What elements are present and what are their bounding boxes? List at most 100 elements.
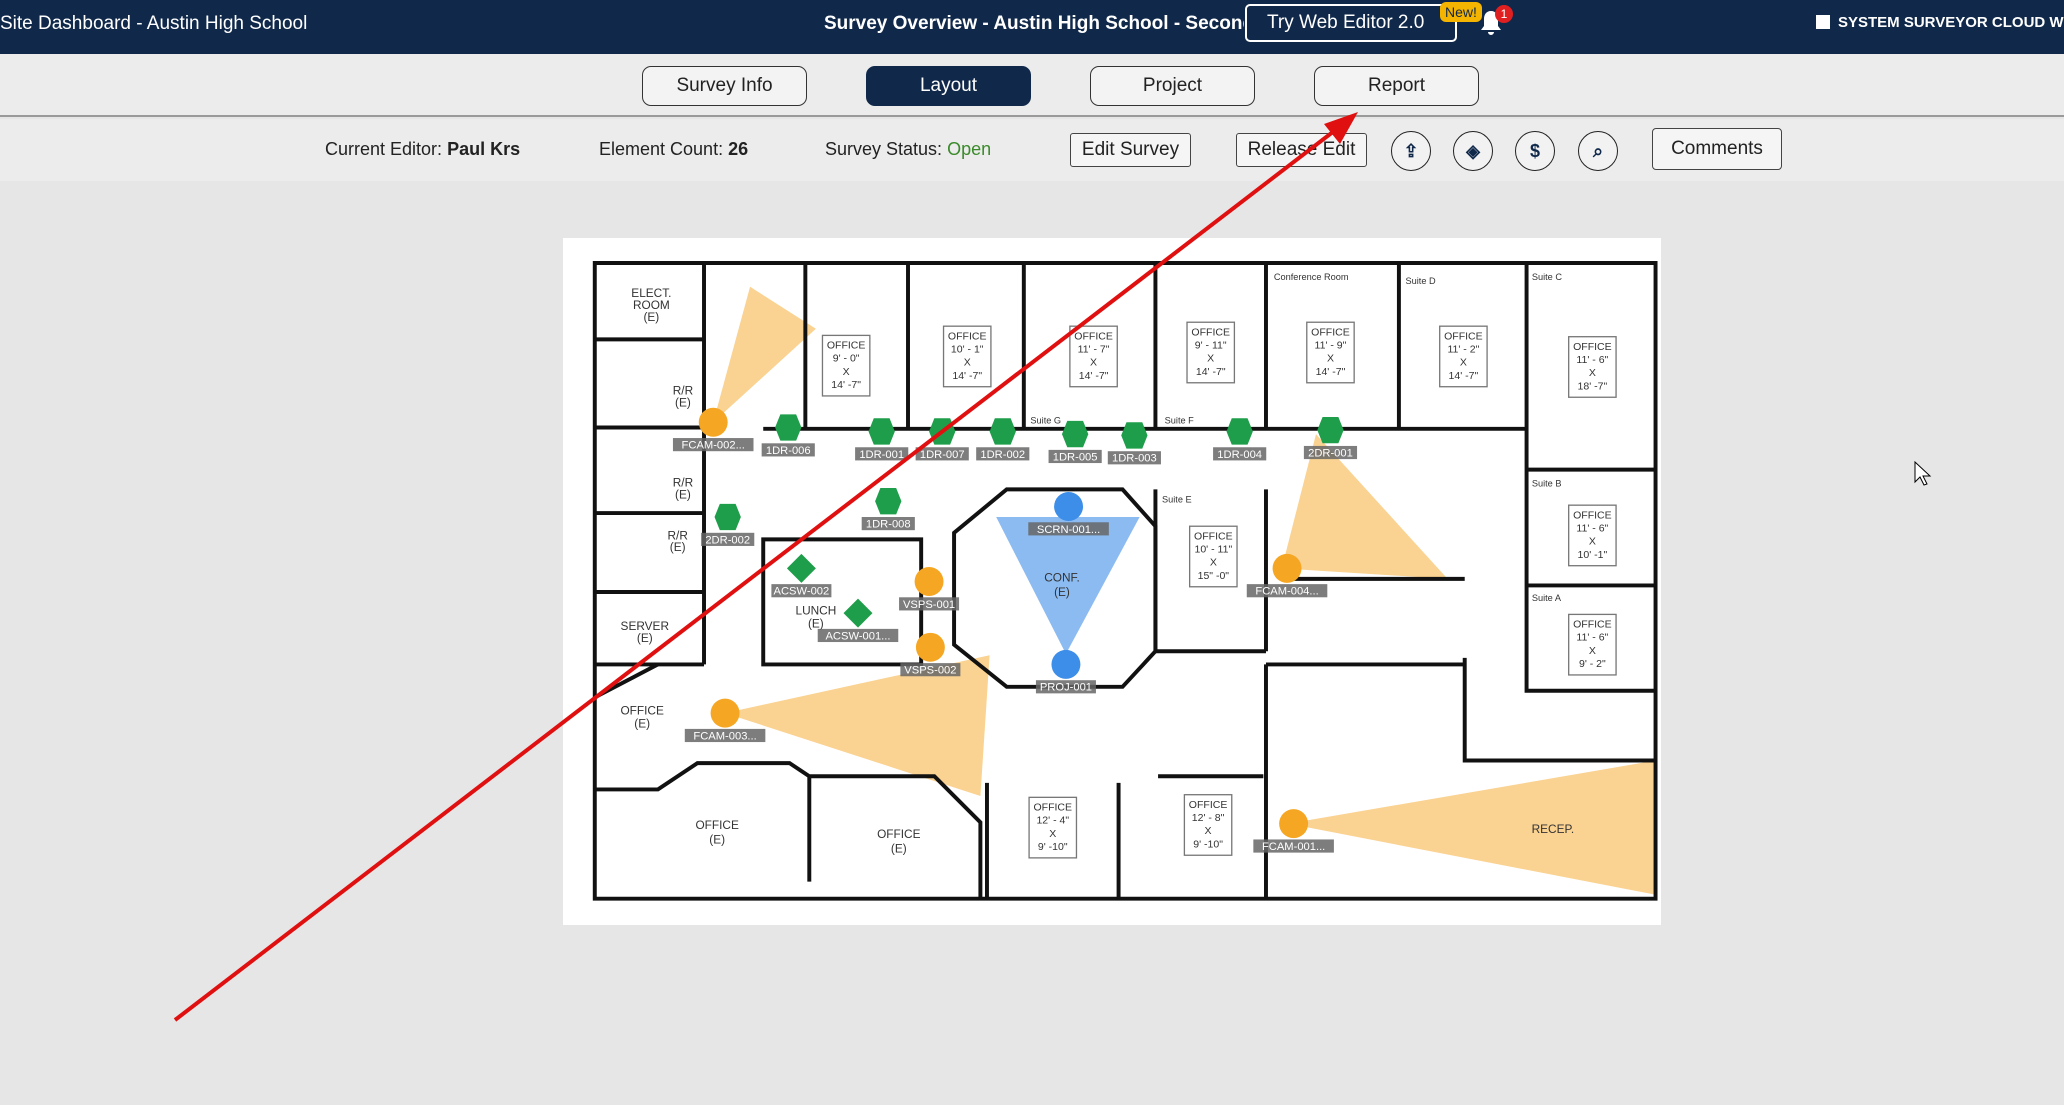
device-label: SCRN-001... (1037, 524, 1100, 536)
door-icon (1121, 422, 1148, 449)
tab-project[interactable]: Project (1090, 66, 1255, 106)
top-header: Site Dashboard - Austin High School Surv… (0, 0, 2064, 54)
room-label: (E) (1054, 585, 1070, 599)
office-dimension-text: OFFICE (1074, 330, 1113, 342)
editor-value: Paul Krs (447, 139, 521, 159)
device-label: FCAM-002... (682, 440, 745, 452)
device-label: 2DR-002 (705, 534, 750, 546)
office-dimension-text: X (1210, 557, 1217, 569)
speaker-icon (915, 632, 945, 662)
room-label: Suite E (1162, 495, 1192, 505)
door-icon (1061, 420, 1089, 448)
device-label: 1DR-004 (1217, 449, 1262, 461)
office-dimension-text: OFFICE (1444, 330, 1483, 342)
device-door[interactable]: 2DR-001 (1303, 416, 1358, 459)
office-dimension-text: 14' -7" (952, 370, 982, 382)
office-dimension-text: X (964, 357, 971, 369)
device-projector[interactable]: PROJ-001 (1035, 649, 1096, 694)
floor-plan-drawing[interactable]: ELECT.ROOM(E)R/R(E)R/R(E)R/R(E)SERVER(E)… (563, 238, 1661, 925)
mouse-cursor-icon (1914, 461, 1932, 486)
office-dimension-text: OFFICE (1311, 326, 1350, 338)
device-label: 1DR-001 (859, 449, 904, 461)
office-dimension-text: 14' -7" (1079, 370, 1109, 382)
room-label: Suite D (1405, 276, 1436, 286)
device-screen[interactable]: SCRN-001... (1028, 492, 1109, 536)
room-label: RECEP. (1532, 822, 1575, 836)
device-acs[interactable]: ACSW-002 (771, 553, 832, 598)
site-dashboard-link[interactable]: Site Dashboard - Austin High School (0, 13, 308, 34)
device-door[interactable]: 1DR-002 (976, 418, 1030, 461)
survey-toolbar: Current Editor: Paul Krs Element Count: … (0, 119, 2064, 181)
release-edit-button[interactable]: Release Edit (1236, 133, 1367, 167)
office-dimension-text: OFFICE (1573, 509, 1612, 521)
room-label: (E) (634, 717, 650, 731)
office-dimension-text: 9' -10" (1038, 841, 1068, 853)
logo-icon (1816, 15, 1830, 29)
device-speaker[interactable]: VSPS-002 (900, 632, 961, 677)
device-label: 1DR-005 (1053, 451, 1098, 463)
office-dimension-text: 14' -7" (1196, 366, 1226, 378)
room-label: (E) (808, 617, 824, 631)
count-label: Element Count: (599, 139, 724, 159)
room-label: OFFICE (695, 818, 738, 832)
brand-logo[interactable]: SYSTEM SURVEYOR CLOUD W (1816, 14, 2064, 31)
device-label: 1DR-003 (1112, 453, 1157, 465)
office-dimension-text: 9' - 0" (833, 353, 860, 365)
edit-survey-button[interactable]: Edit Survey (1070, 133, 1191, 167)
camera-icon (1279, 809, 1309, 839)
comments-button[interactable]: Comments (1652, 128, 1782, 170)
office-dimension-text: 15" -0" (1198, 570, 1230, 582)
office-dimension-text: 10' - 11" (1194, 544, 1232, 556)
device-door[interactable]: 2DR-002 (701, 503, 755, 546)
tab-report[interactable]: Report (1314, 66, 1479, 106)
notification-count: 1 (1495, 5, 1513, 23)
layers-icon[interactable]: ◈ (1453, 131, 1493, 171)
room-label: Suite G (1030, 416, 1061, 426)
device-door[interactable]: 1DR-007 (915, 418, 969, 461)
count-value: 26 (728, 139, 749, 159)
office-dimension-text: 14' -7" (831, 379, 861, 391)
office-dimension-text: OFFICE (1033, 802, 1072, 814)
device-door[interactable]: 1DR-001 (855, 418, 909, 461)
office-dimension-text: OFFICE (1573, 619, 1612, 631)
door-icon (775, 414, 802, 441)
tab-survey-info[interactable]: Survey Info (642, 66, 807, 106)
device-label: PROJ-001 (1040, 682, 1092, 694)
device-camera[interactable]: FCAM-002... (672, 407, 754, 452)
office-dimension-text: X (1207, 353, 1214, 365)
office-dimension-text: 11' - 2" (1447, 344, 1479, 356)
room-label: (E) (670, 540, 686, 554)
search-icon[interactable]: ⌕ (1578, 131, 1618, 171)
device-door[interactable]: 1DR-004 (1213, 418, 1267, 461)
floor-plan[interactable]: ELECT.ROOM(E)R/R(E)R/R(E)R/R(E)SERVER(E)… (563, 238, 1661, 925)
device-label: 2DR-001 (1308, 447, 1353, 459)
try-web-editor-button[interactable]: Try Web Editor 2.0 (1245, 4, 1457, 42)
device-speaker[interactable]: VSPS-001 (899, 567, 960, 611)
projector-icon (1051, 649, 1081, 679)
device-label: 1DR-007 (920, 449, 965, 461)
device-label: ACSW-001... (825, 630, 890, 642)
device-label: ACSW-002 (774, 586, 830, 598)
device-label: FCAM-003... (693, 730, 756, 742)
office-label-box (1568, 504, 1617, 567)
device-door[interactable]: 1DR-008 (861, 488, 915, 531)
tab-layout[interactable]: Layout (866, 66, 1031, 106)
brand-text: SYSTEM SURVEYOR CLOUD W (1838, 14, 2064, 31)
office-dimension-text: OFFICE (1194, 530, 1233, 542)
access-switch-icon (843, 598, 873, 628)
survey-title: Survey Overview - Austin High School - S… (824, 13, 1244, 34)
dollar-icon[interactable]: $ (1515, 131, 1555, 171)
upload-icon[interactable]: ⇪ (1391, 131, 1431, 171)
door-icon (929, 418, 956, 445)
door-icon (1317, 416, 1344, 444)
office-label-box (1439, 325, 1488, 388)
office-dimension-text: 9' - 11" (1195, 340, 1227, 352)
room-label: (E) (675, 395, 691, 409)
office-dimension-text: OFFICE (948, 330, 987, 342)
room-label: Conference Room (1274, 272, 1349, 282)
status-label: Survey Status: (825, 139, 943, 159)
office-dimension-text: OFFICE (1189, 799, 1228, 811)
device-label: VSPS-002 (904, 665, 956, 677)
door-icon (875, 488, 902, 515)
camera-icon (698, 407, 728, 437)
